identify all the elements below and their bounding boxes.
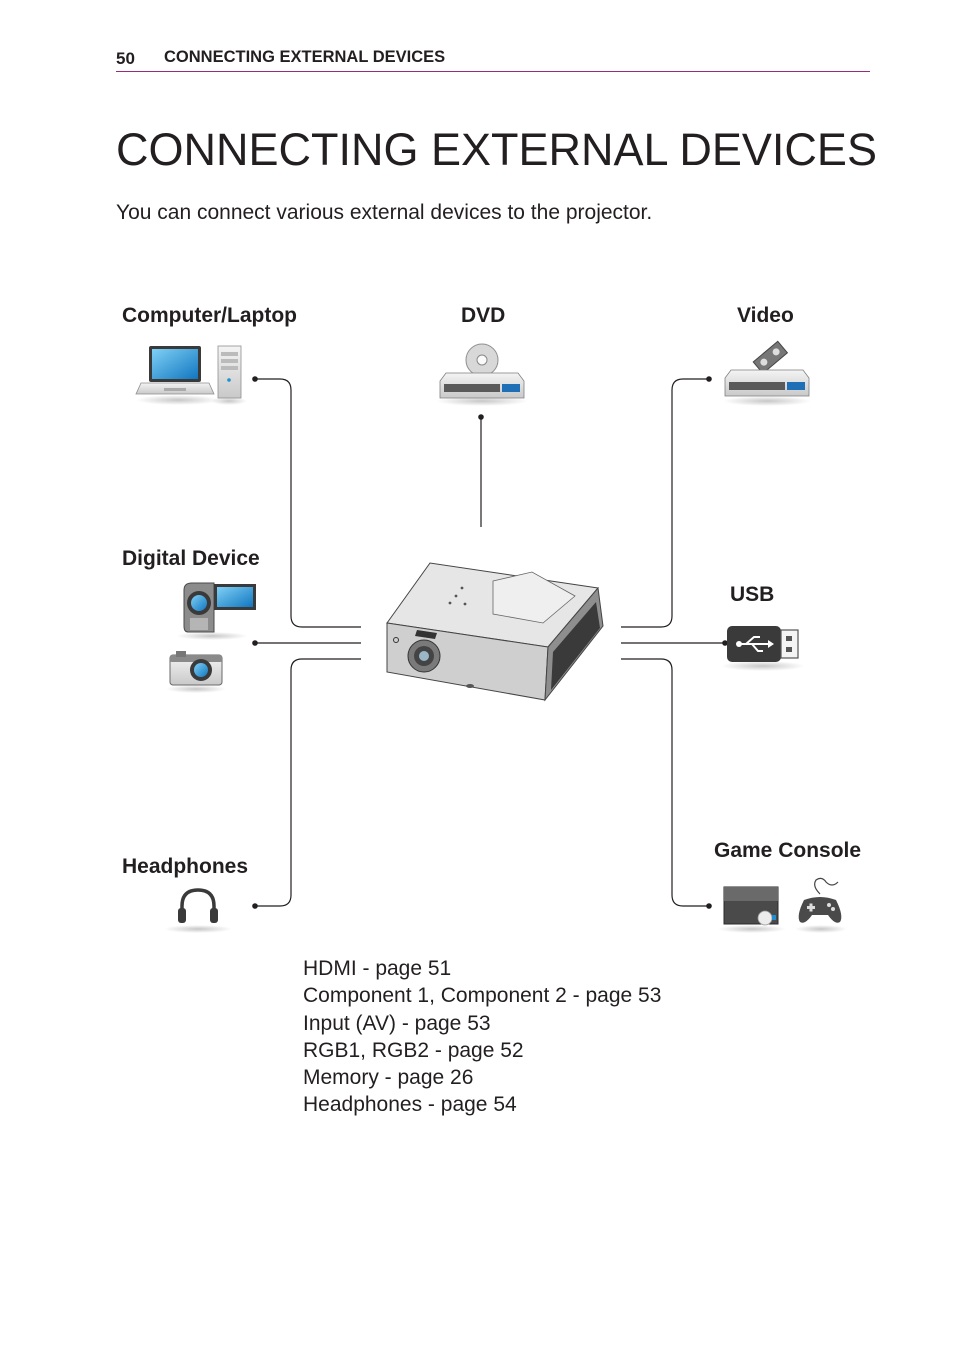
reference-item: Memory - page 26: [303, 1066, 474, 1090]
label-game-console: Game Console: [714, 839, 862, 862]
projector-icon: [386, 562, 604, 702]
label-dvd: DVD: [461, 304, 506, 327]
laptop-icon: [135, 346, 220, 405]
reference-item: Input (AV) - page 53: [303, 1011, 491, 1035]
dvd-player-icon: [436, 343, 528, 406]
headphones-icon: [164, 888, 232, 933]
label-headphones: Headphones: [122, 855, 249, 878]
page-number: 50: [116, 49, 135, 68]
reference-item: Headphones - page 54: [303, 1093, 517, 1117]
connection-dots: [252, 376, 728, 909]
video-player-icon: [723, 340, 811, 406]
label-video: Video: [737, 304, 794, 327]
line-headphones: [255, 658, 361, 907]
label-usb: USB: [730, 583, 775, 606]
reference-item: HDMI - page 51: [303, 957, 452, 980]
running-header: 50 CONNECTING EXTERNAL DEVICES: [116, 47, 870, 72]
line-video: [621, 378, 709, 628]
page-title: CONNECTING EXTERNAL DEVICES: [116, 124, 877, 175]
running-section-title: CONNECTING EXTERNAL DEVICES: [164, 48, 446, 66]
game-console-icon: [718, 886, 786, 933]
camcorder-icon: [176, 582, 256, 640]
label-digital-device: Digital Device: [122, 547, 260, 570]
reference-item: RGB1, RGB2 - page 52: [303, 1038, 524, 1062]
line-computer: [255, 378, 361, 628]
line-game: [621, 658, 709, 907]
reference-item: Component 1, Component 2 - page 53: [303, 984, 662, 1008]
game-controller-icon: [795, 877, 847, 933]
page-reference-list: HDMI - page 51 Component 1, Component 2 …: [303, 955, 661, 1119]
desktop-tower-icon: [211, 345, 247, 405]
label-computer-laptop: Computer/Laptop: [122, 304, 297, 327]
usb-drive-icon: [721, 626, 805, 671]
intro-text: You can connect various external devices…: [116, 201, 653, 224]
connection-lines: [255, 378, 725, 907]
camera-icon: [166, 651, 226, 693]
